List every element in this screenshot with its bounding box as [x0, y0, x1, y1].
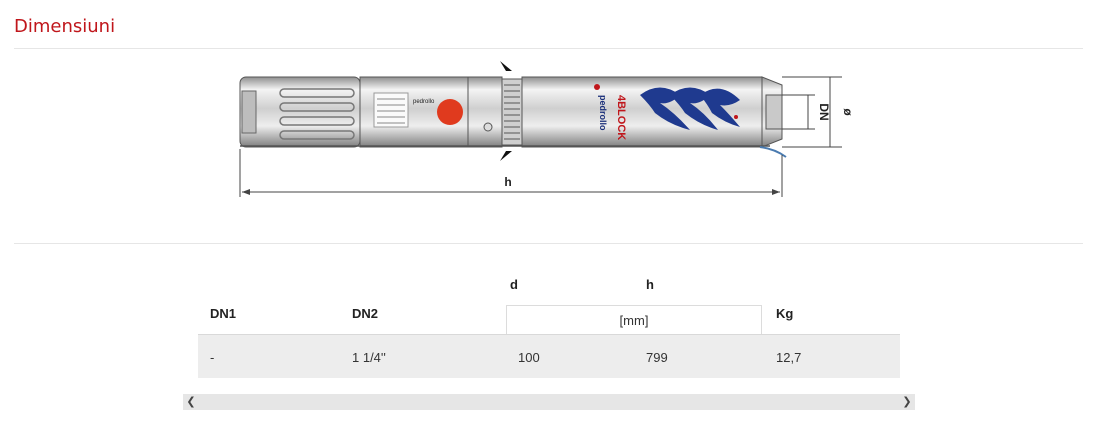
header-kg: Kg — [776, 306, 794, 321]
pedrollo-sun-logo — [437, 99, 463, 125]
header-h: h — [646, 277, 654, 292]
section-title: Dimensiuni — [14, 16, 116, 37]
chevron-left-icon[interactable]: ❮ — [186, 396, 196, 408]
cell-h: 799 — [646, 350, 668, 365]
wave-logo-icon — [640, 87, 740, 130]
dimension-h-label: h — [504, 175, 511, 189]
brand-label: pedrollo — [598, 95, 608, 131]
brand-label-small: pedrollo — [413, 99, 435, 105]
header-dn1: DN1 — [210, 306, 237, 321]
horizontal-scrollbar[interactable]: ❮ ❯ — [183, 394, 915, 410]
dimensions-table: d h DN1 DN2 Kg [mm] - 1 1/4'' 100 799 12… — [198, 270, 900, 378]
cable-guard — [240, 145, 787, 158]
dimension-lines — [239, 76, 842, 197]
table-row — [198, 334, 900, 378]
dimension-arrowheads — [242, 189, 780, 195]
dimension-diameter-label: ø — [841, 108, 855, 116]
header-unit-mm: [mm] — [506, 305, 762, 334]
pump-dimension-drawing: pedrollo 4BLOCK pedrollo — [239, 61, 855, 197]
divider-middle — [14, 243, 1083, 244]
brand-dot-icon — [594, 84, 600, 90]
cell-kg: 12,7 — [776, 350, 802, 365]
header-d: d — [510, 277, 518, 292]
divider-top — [14, 48, 1083, 49]
pump-body: pedrollo 4BLOCK pedrollo — [239, 76, 783, 148]
cell-dn1: - — [210, 350, 215, 365]
cell-dn2: 1 1/4'' — [352, 350, 386, 365]
product-label: 4BLOCK — [615, 95, 627, 140]
dimension-dn-label: DN — [817, 103, 831, 120]
cell-d: 100 — [518, 350, 540, 365]
header-dn2: DN2 — [352, 306, 379, 321]
chevron-right-icon[interactable]: ❯ — [902, 396, 912, 408]
shaft-arrows — [500, 61, 512, 161]
